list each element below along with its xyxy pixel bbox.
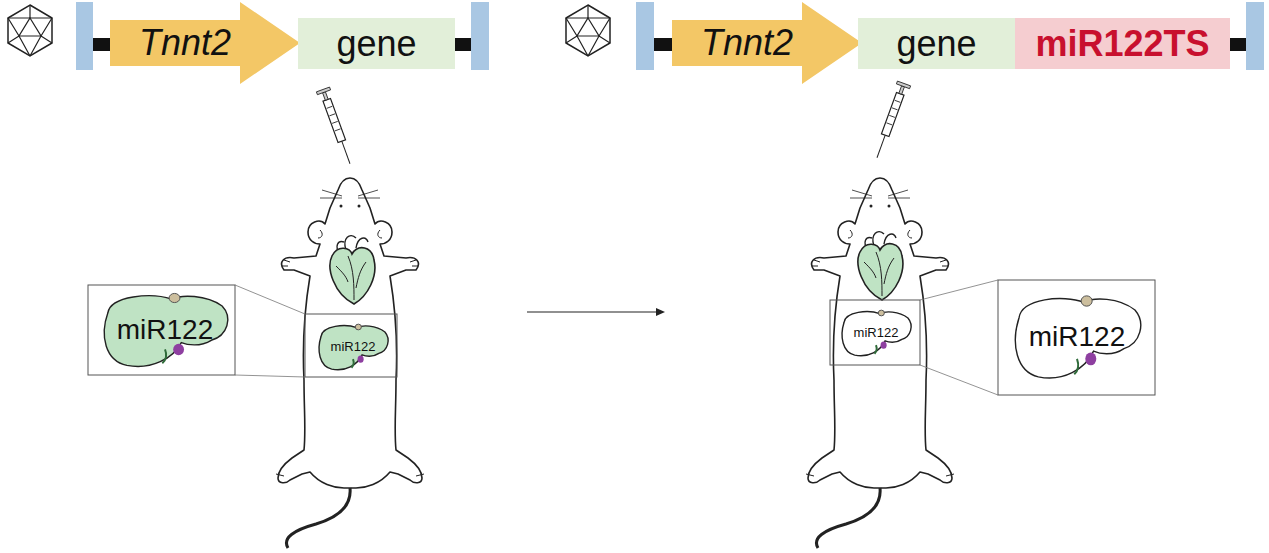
linker bbox=[93, 38, 111, 51]
itr-cap bbox=[76, 2, 93, 70]
promoter-arrow: Tnnt2 bbox=[672, 2, 862, 84]
construct-label: gene bbox=[336, 24, 416, 64]
construct-label: gene bbox=[896, 24, 976, 64]
bile-duct bbox=[1074, 359, 1078, 374]
syringe bbox=[870, 81, 910, 160]
zoom-line bbox=[235, 285, 305, 377]
itr-cap bbox=[1246, 2, 1264, 70]
linker bbox=[1230, 38, 1246, 51]
bile-duct bbox=[162, 349, 166, 363]
promoter-arrow: Tnnt2 bbox=[110, 2, 300, 84]
mouse bbox=[276, 178, 424, 548]
liver-outline bbox=[842, 312, 911, 356]
liver: miR122 bbox=[838, 308, 914, 358]
portal-vein bbox=[1085, 352, 1096, 365]
zoom-frame bbox=[88, 285, 235, 375]
construct-label: Tnnt2 bbox=[139, 23, 231, 63]
portal-vein bbox=[881, 342, 887, 349]
linker bbox=[455, 38, 471, 51]
organ-label: miR122 bbox=[117, 315, 213, 346]
gallbladder bbox=[169, 293, 180, 302]
bile-duct bbox=[874, 345, 876, 354]
organ-label: miR122 bbox=[1029, 322, 1125, 353]
syringe bbox=[316, 87, 356, 166]
mouse bbox=[806, 178, 954, 548]
zoom-frame bbox=[998, 280, 1155, 395]
zoom-frame bbox=[305, 314, 397, 377]
itr-cap bbox=[471, 2, 489, 70]
bile-duct bbox=[351, 359, 353, 368]
portal-vein bbox=[173, 344, 184, 355]
organ-label: miR122 bbox=[854, 326, 899, 340]
gallbladder bbox=[878, 310, 884, 316]
aav-capsid bbox=[566, 5, 610, 56]
liver-outline bbox=[1015, 299, 1140, 378]
portal-vein bbox=[358, 356, 364, 363]
construct-label: miR122TS bbox=[1035, 24, 1209, 64]
arrow-shape bbox=[672, 2, 862, 84]
gene-box: gene bbox=[858, 18, 1015, 69]
organ-label: miR122 bbox=[331, 340, 376, 354]
construct-label: Tnnt2 bbox=[701, 23, 793, 63]
liver: miR122 bbox=[97, 290, 233, 370]
linker bbox=[654, 38, 672, 51]
arrow-shape bbox=[110, 2, 300, 84]
liver: miR122 bbox=[1008, 292, 1146, 382]
gene-box: gene bbox=[298, 18, 455, 69]
aav-capsid bbox=[8, 5, 52, 56]
itr-cap bbox=[636, 2, 654, 70]
liver-outline bbox=[104, 296, 228, 367]
liver-outline bbox=[319, 326, 388, 370]
zoom-line bbox=[920, 280, 998, 395]
heart bbox=[858, 232, 903, 300]
heart bbox=[330, 236, 375, 304]
zoom-frame bbox=[830, 300, 920, 365]
transition-arrow-head bbox=[656, 308, 665, 316]
liver: miR122 bbox=[315, 322, 391, 372]
gallbladder bbox=[355, 324, 361, 330]
target-site-box: miR122TS bbox=[1015, 18, 1230, 69]
gallbladder bbox=[1081, 296, 1092, 306]
transition-arrow bbox=[527, 311, 662, 312]
